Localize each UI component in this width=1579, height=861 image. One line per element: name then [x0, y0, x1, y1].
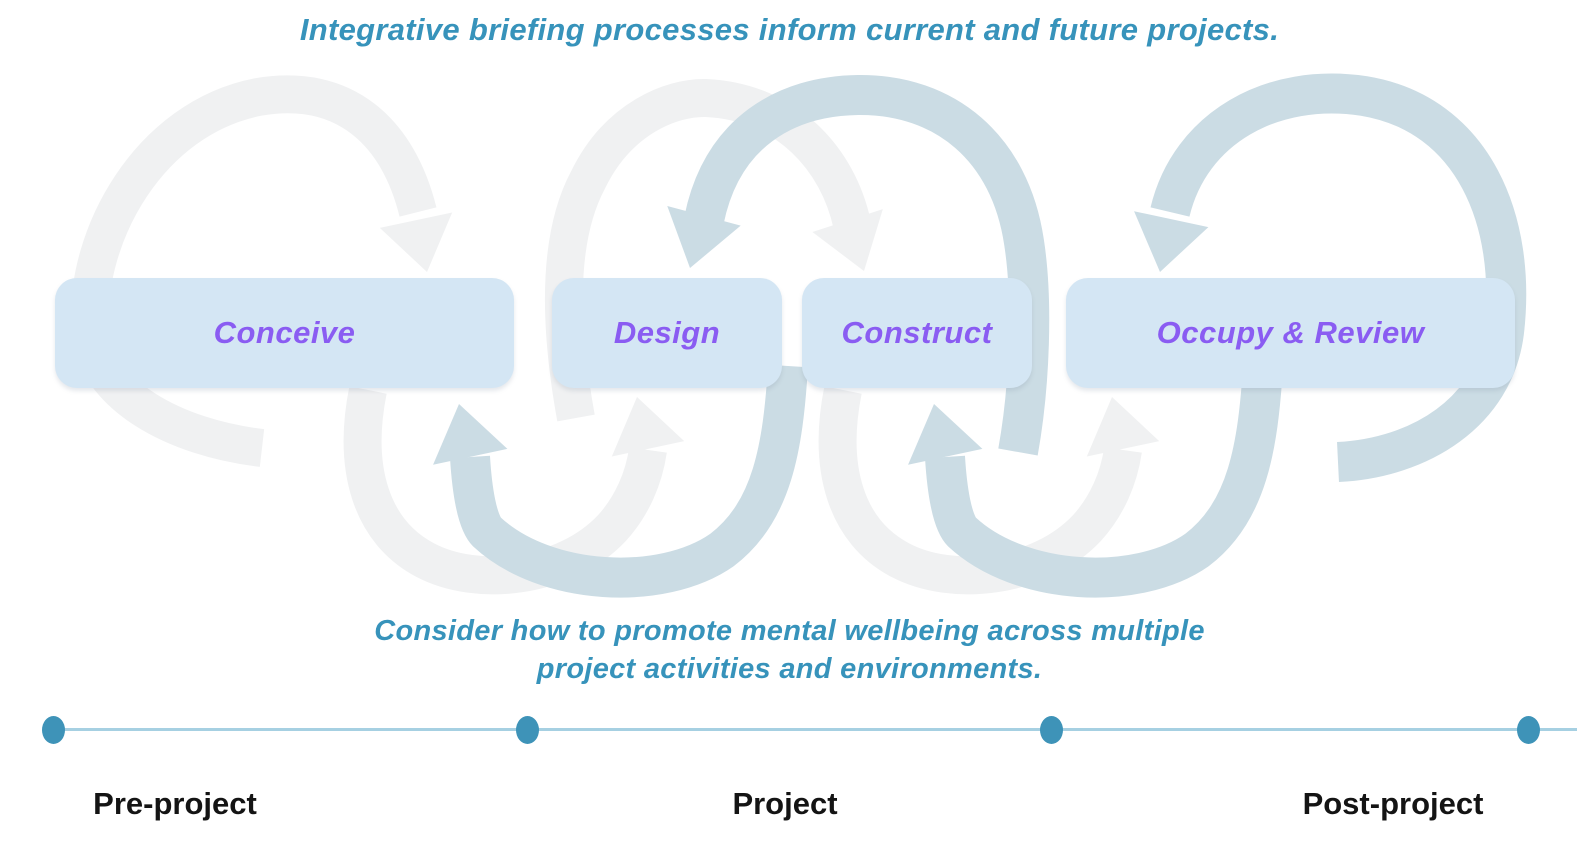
phase-label-design: Design — [613, 315, 721, 350]
feedback-loop-occupy-arch — [1134, 73, 1527, 482]
phase-box-design: Design — [552, 278, 782, 388]
timeline-label-pre-project: Pre-project — [93, 786, 257, 821]
phase-box-occupy-review: Occupy & Review — [1066, 278, 1515, 388]
timeline-dot — [42, 716, 65, 744]
loop-arrowhead-down-icon — [667, 206, 741, 268]
phase-label-construct: Construct — [841, 315, 993, 350]
loop-arrowhead-down-icon — [812, 209, 883, 271]
caption-line-2: project activities and environments. — [536, 653, 1043, 686]
timeline-line — [53, 728, 1577, 731]
diagram-caption: Consider how to promote mental wellbeing… — [0, 612, 1579, 689]
loop-arrowhead-down-icon — [379, 212, 453, 272]
loop-arrowhead-up-icon — [433, 404, 508, 465]
forward-loop-occupy-under — [818, 386, 1160, 595]
loop-arrowhead-down-icon — [1134, 211, 1209, 272]
phase-box-conceive: Conceive — [55, 278, 514, 388]
feedback-loop-construct-under — [908, 364, 1283, 598]
forward-loop-design-under — [343, 386, 685, 595]
timeline-dot — [516, 716, 539, 744]
feedback-loop-conceive-under — [433, 364, 808, 598]
timeline-dot — [1040, 716, 1063, 744]
loop-arrowhead-up-icon — [611, 397, 685, 457]
phase-label-conceive: Conceive — [213, 315, 356, 350]
forward-loop-conceive — [70, 75, 453, 467]
loop-arrowhead-up-icon — [1086, 397, 1160, 457]
phase-label-occupy-review: Occupy & Review — [1156, 315, 1425, 350]
phase-box-construct: Construct — [802, 278, 1032, 388]
timeline-dot — [1517, 716, 1540, 744]
timeline-label-project: Project — [732, 786, 838, 821]
diagram-title: Integrative briefing processes inform cu… — [299, 12, 1280, 47]
loop-arrowhead-up-icon — [908, 404, 983, 465]
caption-line-1: Consider how to promote mental wellbeing… — [374, 615, 1205, 647]
timeline-label-post-project: Post-project — [1302, 786, 1484, 821]
